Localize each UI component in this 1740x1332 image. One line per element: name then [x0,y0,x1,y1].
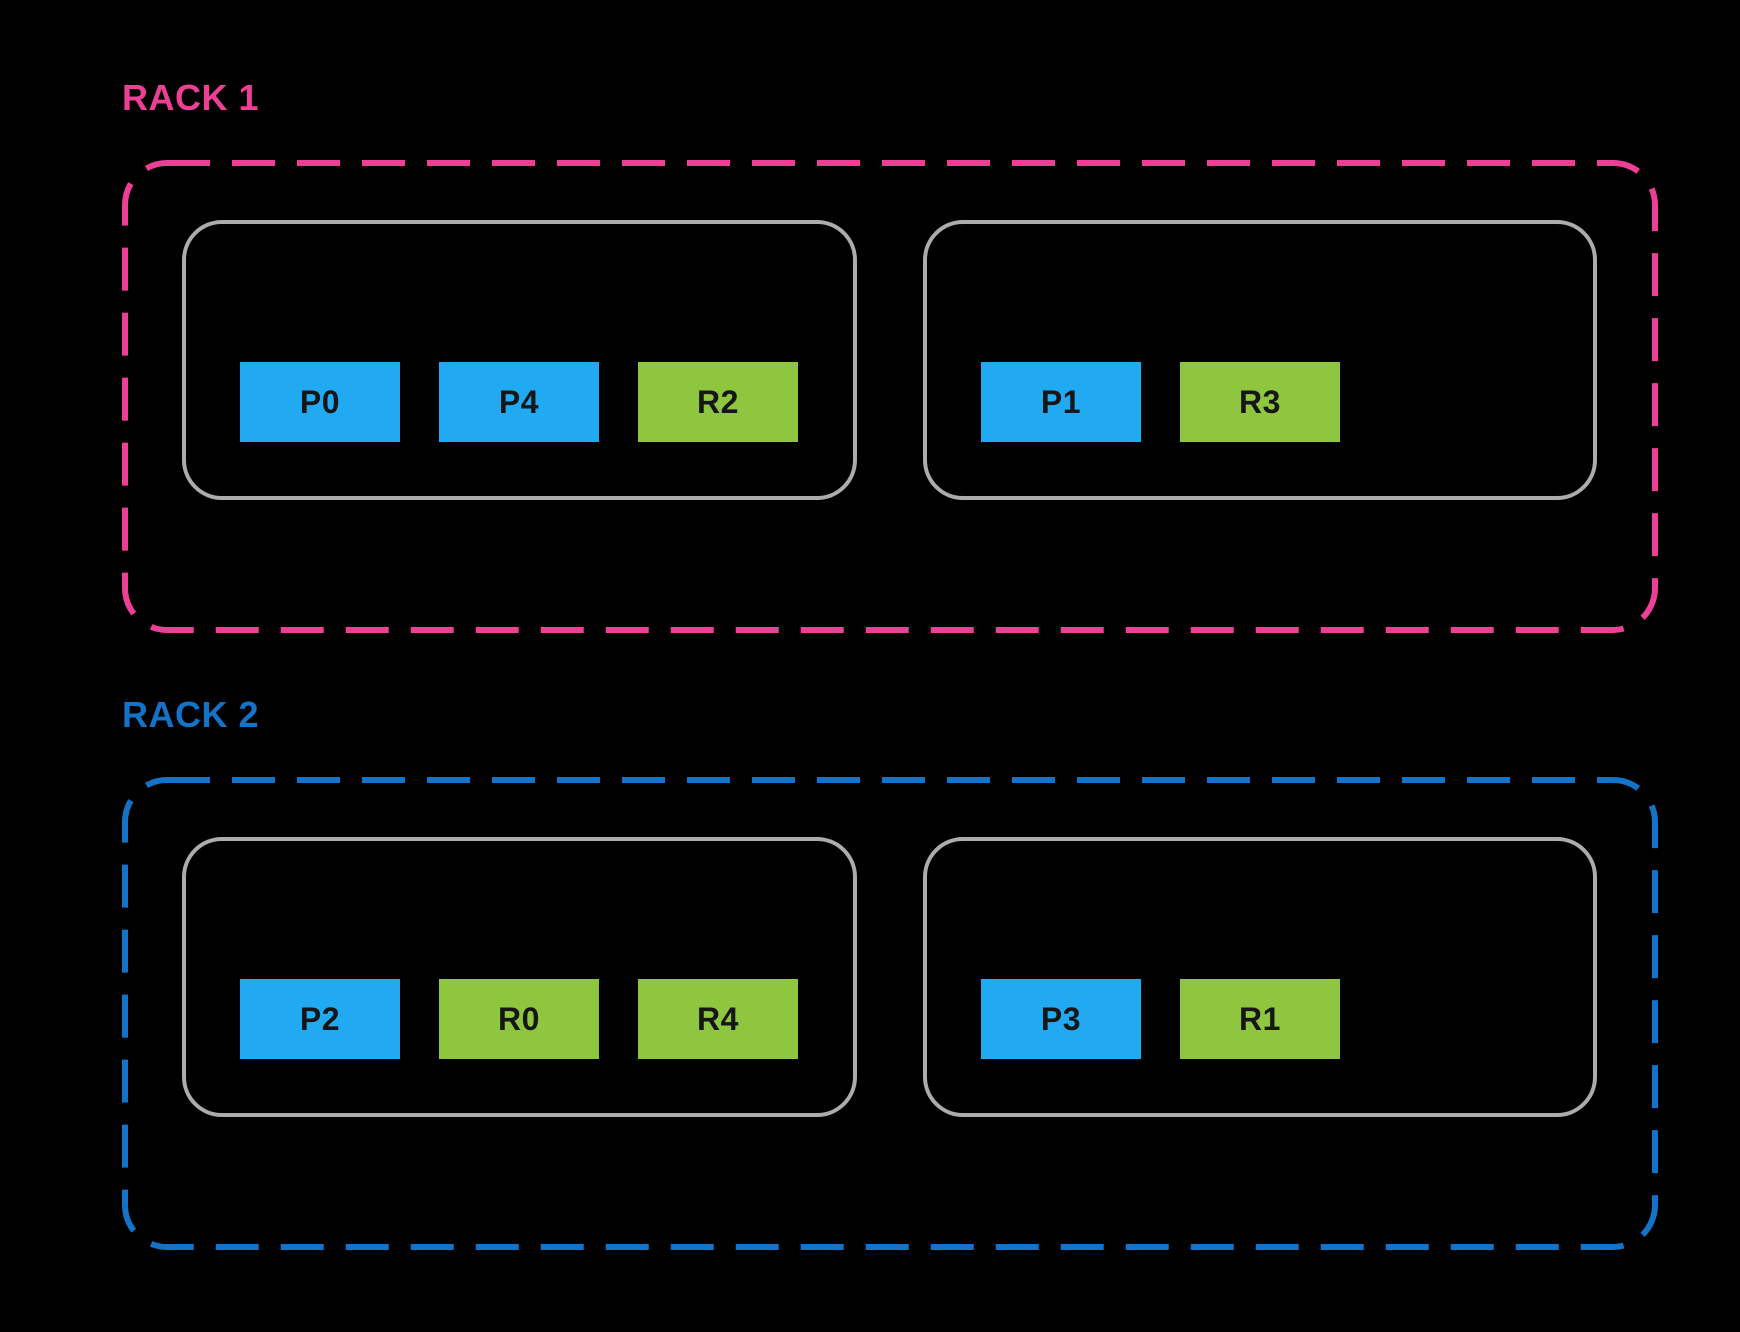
rack-1-host-1-chips: P0 P4 R2 [240,362,798,442]
rack-2-host-2: P3 R1 [923,837,1597,1117]
rack-1-host-1: P0 P4 R2 [182,220,857,500]
rack-2-host-2-chips: P3 R1 [981,979,1340,1059]
chip-p2: P2 [240,979,400,1059]
chip-p0: P0 [240,362,400,442]
rack-2-host-1: P2 R0 R4 [182,837,857,1117]
chip-r1: R1 [1180,979,1340,1059]
chip-r0: R0 [439,979,599,1059]
rack-2-dashed-border-rect [122,777,1658,1250]
chip-r2: R2 [638,362,798,442]
rack-1-host-2-chips: P1 R3 [981,362,1340,442]
rack-2-label: RACK 2 [122,694,260,735]
rack-1-label: RACK 1 [122,77,260,118]
chip-p4: P4 [439,362,599,442]
chip-p1: P1 [981,362,1141,442]
chip-r4: R4 [638,979,798,1059]
rack-2-boundary: P2 R0 R4 P3 R1 [122,777,1658,1250]
rack-2-host-1-chips: P2 R0 R4 [240,979,798,1059]
chip-r3: R3 [1180,362,1340,442]
rack-2-dashed-border [122,777,1658,1250]
rack-1-dashed-border-rect [122,160,1658,633]
rack-1-dashed-border [122,160,1658,633]
rack-1-host-2: P1 R3 [923,220,1597,500]
rack-1-boundary: P0 P4 R2 P1 R3 [122,160,1658,633]
chip-p3: P3 [981,979,1141,1059]
